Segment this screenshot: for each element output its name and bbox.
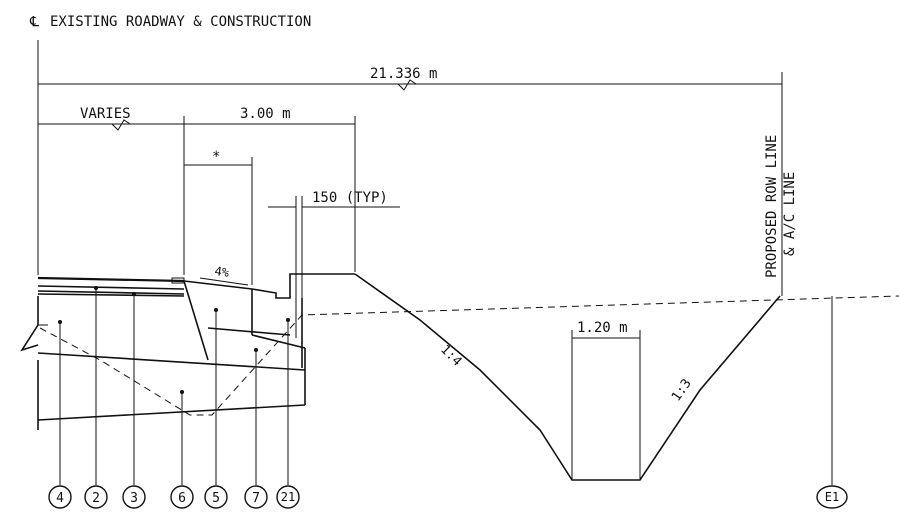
ditch-bottom-label: 1.20 m bbox=[577, 320, 628, 336]
row-label-line1: PROPOSED ROW LINE bbox=[764, 135, 780, 278]
cross-slope: 4% bbox=[199, 264, 249, 286]
subgrade-lines bbox=[20, 296, 306, 430]
varies-label: VARIES bbox=[80, 106, 131, 122]
callout-6: 6 bbox=[170, 485, 194, 509]
row-label-line2: & A/C LINE bbox=[782, 172, 798, 256]
callout-21: 21 bbox=[276, 485, 300, 509]
ditch-bottom-dimension: 1.20 m bbox=[571, 320, 641, 480]
callout-4: 4 bbox=[48, 485, 72, 509]
asterisk-dimension: * bbox=[184, 149, 253, 285]
excavation-line bbox=[39, 295, 899, 416]
foreslope-label: 1:4 bbox=[437, 342, 464, 369]
svg-text:4: 4 bbox=[56, 491, 64, 506]
row-line: PROPOSED ROW LINE & A/C LINE bbox=[764, 96, 798, 296]
svg-text:7: 7 bbox=[252, 491, 260, 506]
svg-text:2: 2 bbox=[92, 491, 100, 506]
callout-7: 7 bbox=[244, 485, 268, 509]
centerline-symbol: ℄ bbox=[29, 14, 39, 30]
shoulder-dimension: 3.00 m bbox=[184, 106, 356, 272]
svg-text:3: 3 bbox=[130, 491, 138, 506]
asterisk-label: * bbox=[212, 149, 220, 165]
shoulder-label: 3.00 m bbox=[240, 106, 291, 122]
callout-2: 2 bbox=[84, 485, 108, 509]
callout-5: 5 bbox=[204, 485, 228, 509]
callout-leaders bbox=[58, 286, 833, 485]
cross-slope-label: 4% bbox=[214, 264, 231, 280]
drawing-title: EXISTING ROADWAY & CONSTRUCTION bbox=[50, 14, 311, 30]
pavement-layers bbox=[37, 276, 185, 297]
svg-text:5: 5 bbox=[212, 491, 220, 506]
svg-text:6: 6 bbox=[178, 491, 186, 506]
callout-e1: E1 bbox=[816, 485, 848, 509]
shoulder-structure bbox=[183, 273, 355, 368]
ditch-profile bbox=[354, 273, 781, 481]
varies-dimension: VARIES bbox=[38, 106, 185, 275]
callout-3: 3 bbox=[122, 485, 146, 509]
svg-text:E1: E1 bbox=[825, 490, 839, 504]
typ-dimension: 150 (TYP) bbox=[268, 190, 400, 338]
svg-text:21: 21 bbox=[281, 490, 295, 504]
overall-dimension: 21.336 m bbox=[38, 66, 783, 96]
overall-dimension-label: 21.336 m bbox=[370, 66, 437, 82]
backslope-label: 1:3 bbox=[669, 376, 695, 404]
typ-label: 150 (TYP) bbox=[312, 190, 388, 206]
